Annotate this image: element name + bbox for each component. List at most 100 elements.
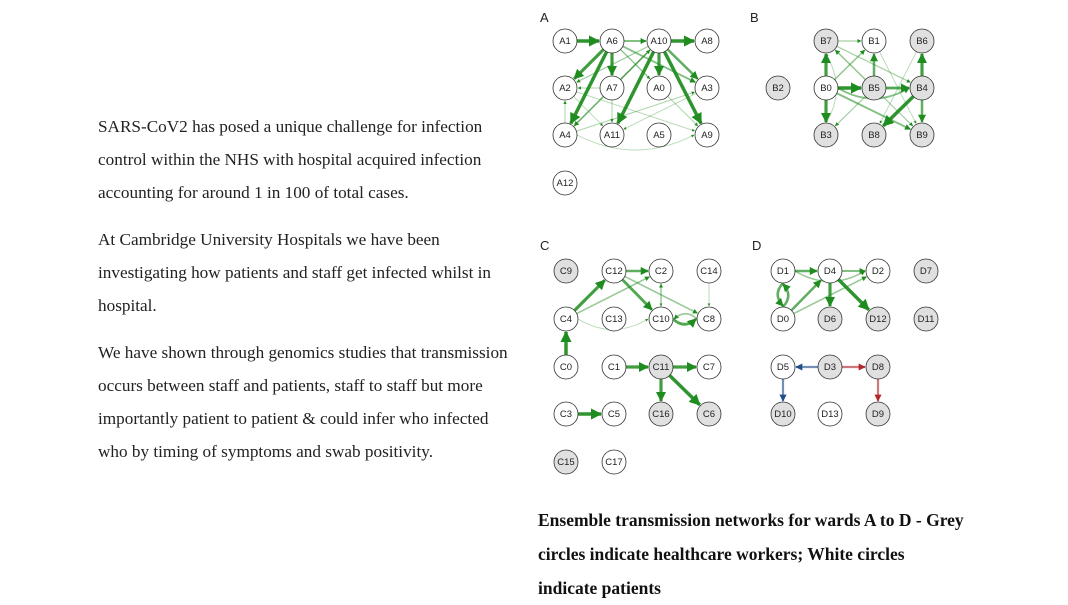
node-b2: B2 <box>765 75 791 101</box>
edge-b7-to-b4 <box>836 45 911 83</box>
node-label: B6 <box>916 36 928 47</box>
node-c14: C14 <box>696 258 722 284</box>
node-d4: D4 <box>817 258 843 284</box>
patient-circle <box>694 28 720 54</box>
node-a2: A2 <box>552 75 578 101</box>
healthcare-worker-circle <box>553 258 579 284</box>
node-c1: C1 <box>601 354 627 380</box>
panel-label: A <box>540 10 549 25</box>
node-a8: A8 <box>694 28 720 54</box>
node-label: B9 <box>916 130 928 141</box>
patient-circle <box>770 258 796 284</box>
node-c3: C3 <box>553 401 579 427</box>
node-label: C5 <box>608 409 620 420</box>
node-b9: B9 <box>909 122 935 148</box>
node-d6: D6 <box>817 306 843 332</box>
patient-circle <box>694 75 720 101</box>
node-label: B3 <box>820 130 832 141</box>
node-label: C16 <box>652 409 669 420</box>
node-label: D1 <box>777 266 789 277</box>
node-d9: D9 <box>865 401 891 427</box>
node-label: C9 <box>560 266 572 277</box>
node-d11: D11 <box>913 306 939 332</box>
healthcare-worker-circle <box>813 122 839 148</box>
edge-b4-to-b8 <box>882 95 915 128</box>
edge-d4-to-d12 <box>837 278 871 312</box>
node-d10: D10 <box>770 401 796 427</box>
edge-c8-to-c10 <box>673 312 698 320</box>
node-c5: C5 <box>601 401 627 427</box>
node-label: C15 <box>557 457 574 468</box>
healthcare-worker-circle <box>861 75 887 101</box>
node-d0: D0 <box>770 306 796 332</box>
edge-d0-to-d1 <box>782 283 791 308</box>
node-label: C2 <box>655 266 667 277</box>
intro-text: SARS-CoV2 has posed a unique challenge f… <box>98 110 518 482</box>
node-label: B5 <box>868 83 880 94</box>
edge-b5-to-b3 <box>834 95 866 127</box>
node-label: D2 <box>872 266 884 277</box>
healthcare-worker-circle <box>913 258 939 284</box>
node-label: C6 <box>703 409 715 420</box>
node-label: D3 <box>824 362 836 373</box>
node-b5: B5 <box>861 75 887 101</box>
node-label: A12 <box>557 178 574 189</box>
node-label: A3 <box>701 83 713 94</box>
node-a6: A6 <box>599 28 625 54</box>
node-c6: C6 <box>696 401 722 427</box>
node-label: D4 <box>824 266 836 277</box>
node-a10: A10 <box>646 28 672 54</box>
edge-a6-to-a0 <box>620 49 651 80</box>
node-label: A7 <box>606 83 618 94</box>
node-d13: D13 <box>817 401 843 427</box>
node-label: A10 <box>651 36 668 47</box>
node-label: A9 <box>701 130 713 141</box>
patient-circle <box>696 306 722 332</box>
node-a9: A9 <box>694 122 720 148</box>
healthcare-worker-circle <box>913 306 939 332</box>
node-d8: D8 <box>865 354 891 380</box>
patient-circle <box>813 75 839 101</box>
node-label: B0 <box>820 83 832 94</box>
patient-circle <box>553 306 579 332</box>
healthcare-worker-circle <box>696 401 722 427</box>
patient-circle <box>817 401 843 427</box>
edge-b0-to-b9 <box>836 92 911 131</box>
edge-c10-to-c8 <box>672 317 697 328</box>
node-a11: A11 <box>599 122 625 148</box>
node-label: C3 <box>560 409 572 420</box>
node-a4: A4 <box>552 122 578 148</box>
healthcare-worker-circle <box>909 75 935 101</box>
edge-a4-to-a3 <box>576 91 695 132</box>
node-c17: C17 <box>601 449 627 475</box>
patient-circle <box>646 28 672 54</box>
patient-circle <box>694 122 720 148</box>
intro-paragraph-2: At Cambridge University Hospitals we hav… <box>98 230 492 315</box>
node-c11: C11 <box>648 354 674 380</box>
patient-circle <box>601 449 627 475</box>
node-d5: D5 <box>770 354 796 380</box>
node-c0: C0 <box>553 354 579 380</box>
node-d1: D1 <box>770 258 796 284</box>
edge-c4-to-c12 <box>573 279 606 312</box>
node-label: D13 <box>821 409 838 420</box>
patient-circle <box>553 401 579 427</box>
healthcare-worker-circle <box>909 28 935 54</box>
node-c7: C7 <box>696 354 722 380</box>
healthcare-worker-circle <box>765 75 791 101</box>
node-b6: B6 <box>909 28 935 54</box>
edge-c12-to-c8 <box>624 275 698 314</box>
edge-a6-to-a4 <box>569 50 609 125</box>
healthcare-worker-circle <box>865 306 891 332</box>
node-label: B2 <box>772 83 784 94</box>
node-label: C10 <box>652 314 669 325</box>
node-b4: B4 <box>909 75 935 101</box>
edge-a4-to-a9 <box>576 134 695 151</box>
patient-circle <box>599 28 625 54</box>
healthcare-worker-circle <box>648 401 674 427</box>
edge-b5-to-b7 <box>834 49 866 81</box>
node-label: A6 <box>606 36 618 47</box>
